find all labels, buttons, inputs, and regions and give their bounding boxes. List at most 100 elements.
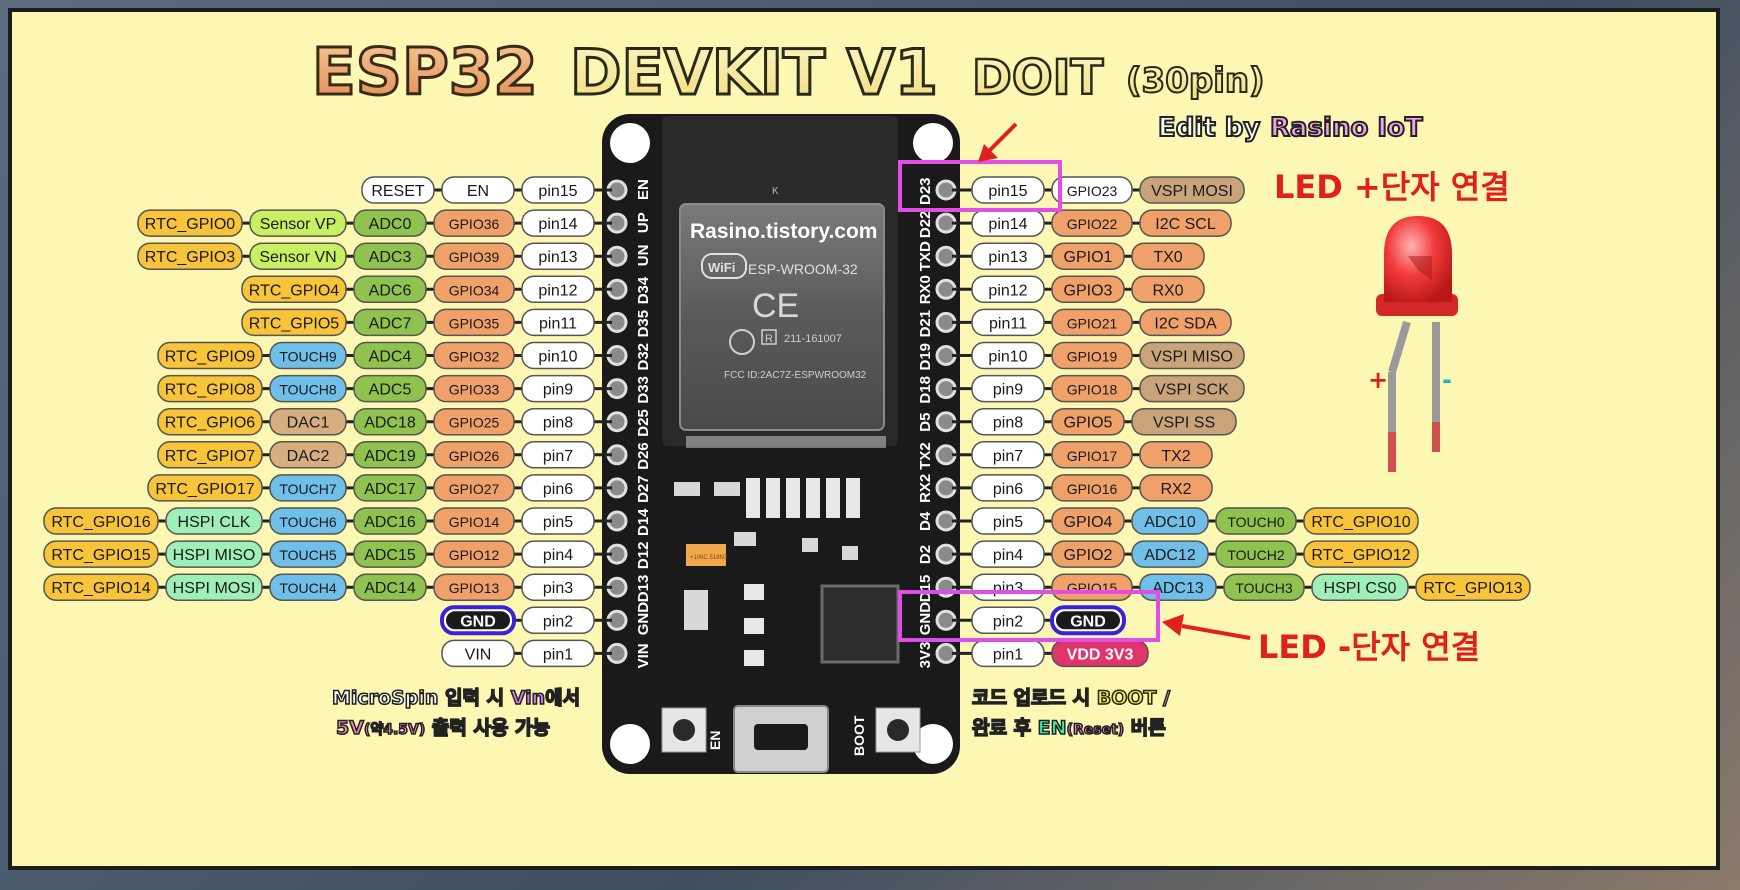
silk-left-gnd: GND bbox=[635, 602, 652, 636]
label-right-adc10: ADC10 bbox=[1144, 514, 1196, 531]
button-note-line1-c: / bbox=[1156, 687, 1170, 709]
label-left-rtc-gpio3: RTC_GPIO3 bbox=[145, 249, 236, 266]
label-left-adc4-bg bbox=[353, 341, 427, 370]
label-left-en: EN bbox=[467, 183, 489, 200]
title-doit: DOIT bbox=[972, 50, 1104, 106]
silk-left-d34: D34 bbox=[635, 276, 652, 304]
label-left-en-bg bbox=[441, 176, 515, 204]
label-right-vspi-sck: VSPI SCK bbox=[1155, 382, 1229, 399]
smd-components bbox=[674, 478, 900, 666]
label-left-gpio25: GPIO25 bbox=[449, 415, 500, 431]
label-left-gpio32-bg bbox=[433, 341, 515, 370]
pin-right-pin14: pin14 bbox=[988, 216, 1027, 233]
label-left-gpio14-bg bbox=[433, 507, 515, 535]
pin-right-pin11: pin11 bbox=[989, 315, 1027, 332]
label-right-i2c-scl: I2C SCL bbox=[1155, 216, 1216, 233]
label-right-vdd-3v3: VDD 3V3 bbox=[1067, 646, 1134, 663]
silk-right-d19: D19 bbox=[917, 343, 934, 371]
pin-right-pin10-bg bbox=[971, 341, 1045, 370]
label-left-touch9: TOUCH9 bbox=[279, 349, 337, 365]
svg-text:MicroSpin 입력 시 Vin에서: MicroSpin 입력 시 Vin에서 bbox=[332, 687, 580, 709]
label-left-rtc-gpio7: RTC_GPIO7 bbox=[165, 448, 256, 465]
label-left-gnd-inner bbox=[446, 611, 510, 630]
label-right-gpio23: GPIO23 bbox=[1067, 183, 1118, 199]
r-mark: R bbox=[765, 333, 773, 345]
label-right-gpio4: GPIO4 bbox=[1064, 514, 1113, 531]
rf-shield bbox=[679, 203, 885, 431]
silk-left-un: UN bbox=[635, 245, 652, 267]
pin-right-pin13: pin13 bbox=[988, 249, 1027, 266]
label-left-hspi-miso: HSPI MISO bbox=[173, 547, 256, 564]
pin-left-pin1-bg bbox=[521, 639, 595, 668]
label-left-adc3: ADC3 bbox=[369, 249, 412, 266]
label-left-gpio33-bg bbox=[433, 374, 515, 403]
label-right-rtc-gpio12: RTC_GPIO12 bbox=[1311, 547, 1410, 564]
label-right-vspi-sck-bg bbox=[1139, 374, 1245, 403]
silk-left-en: EN bbox=[635, 179, 652, 200]
pin-right-pin15: pin15 bbox=[988, 183, 1027, 200]
led-minus-sign: - bbox=[1442, 366, 1452, 394]
pin-left-pin11: pin11 bbox=[539, 315, 577, 332]
label-right-touch3-bg bbox=[1223, 573, 1305, 601]
silk-right-txd: TXD bbox=[917, 241, 934, 271]
label-left-sensor-vn-bg bbox=[249, 242, 347, 270]
label-right-gpio3: GPIO3 bbox=[1064, 282, 1113, 299]
cert-seal-icon bbox=[729, 329, 755, 355]
label-left-touch7-bg bbox=[269, 474, 347, 502]
label-left-adc5-bg bbox=[353, 374, 427, 403]
pin-right-pin13-bg bbox=[971, 242, 1045, 270]
label-left-gpio25-bg bbox=[433, 407, 515, 436]
pin-right-pin4-bg bbox=[971, 540, 1045, 568]
label-left-gpio36-bg bbox=[433, 209, 515, 237]
label-right-vspi-ss-bg bbox=[1131, 407, 1237, 436]
pin-left-pin9: pin9 bbox=[543, 382, 573, 399]
arrow-to-d23 bbox=[978, 122, 1018, 162]
pin-right-pin9: pin9 bbox=[993, 382, 1023, 399]
silk-left-up: UP bbox=[635, 212, 652, 233]
tantalum-cap-label: +106C 518N3 bbox=[690, 555, 728, 561]
label-left-reset-bg bbox=[361, 176, 435, 204]
pin-left-pin14: pin14 bbox=[538, 216, 577, 233]
label-left-gpio27: GPIO27 bbox=[449, 481, 500, 497]
silk-right-d22: D22 bbox=[917, 211, 934, 239]
silk-right-rx2: RX2 bbox=[917, 474, 934, 503]
pin-right-pin5: pin5 bbox=[993, 514, 1023, 531]
silk-left-d33: D33 bbox=[635, 376, 652, 404]
pin-right-pin5-bg bbox=[971, 507, 1045, 535]
label-right-i2c-sda: I2C SDA bbox=[1154, 315, 1217, 332]
label-right-touch2: TOUCH2 bbox=[1227, 547, 1285, 563]
module-model: ESP-WROOM-32 bbox=[748, 261, 858, 277]
pin-left-pin5-bg bbox=[521, 507, 595, 535]
boot-button[interactable] bbox=[887, 719, 909, 741]
label-left-dac2-bg bbox=[269, 441, 347, 469]
pin-right-pin9-bg bbox=[971, 374, 1045, 403]
label-right-gpio22-bg bbox=[1051, 209, 1133, 237]
label-right-adc12-bg bbox=[1131, 540, 1209, 568]
label-right-adc10-bg bbox=[1131, 507, 1209, 535]
title-pin-count: (30pin) bbox=[1126, 61, 1265, 101]
boot-button-label: BOOT bbox=[851, 715, 867, 756]
label-right-rx2: RX2 bbox=[1160, 481, 1191, 498]
cert-number: 211-161007 bbox=[784, 333, 842, 345]
label-right-gpio18: GPIO18 bbox=[1067, 382, 1118, 398]
label-left-gnd: GND bbox=[460, 613, 496, 630]
label-left-sensor-vp: Sensor VP bbox=[260, 216, 336, 233]
label-left-adc6: ADC6 bbox=[369, 282, 412, 299]
pin-left-pin10: pin10 bbox=[538, 349, 577, 366]
pinout-panel: ESP32 DEVKIT V1 DOIT (30pin) Edit by Ras… bbox=[8, 8, 1720, 870]
pin-left-pin13: pin13 bbox=[538, 249, 577, 266]
label-right-gpio5: GPIO5 bbox=[1064, 415, 1113, 432]
label-left-touch4: TOUCH4 bbox=[279, 580, 337, 596]
label-left-hspi-clk: HSPI CLK bbox=[178, 514, 251, 531]
en-button[interactable] bbox=[673, 719, 695, 741]
